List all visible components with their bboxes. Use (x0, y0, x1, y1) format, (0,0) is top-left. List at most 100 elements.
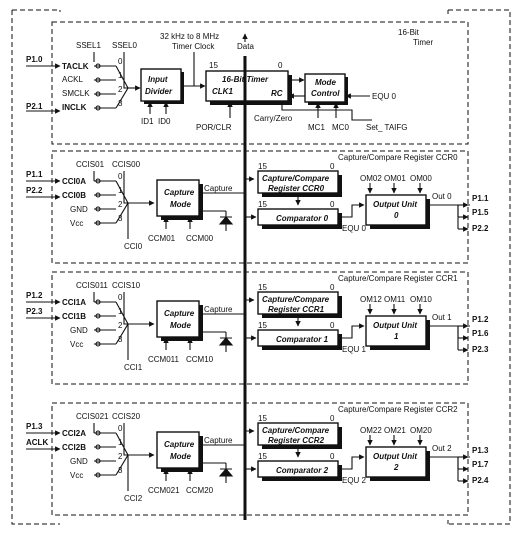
ccis1-label: CCIS021 (76, 412, 109, 421)
out-pin-1: P1.5 (472, 208, 489, 217)
ccis0-label: CCIS10 (112, 281, 141, 290)
ccr-input-num-2: 2 (118, 321, 123, 330)
ccr-input-name-0: CCI2A (62, 429, 86, 438)
ccm1-label: CCM01 (148, 234, 176, 243)
input-divider-line1: Input (148, 75, 168, 84)
ccm0-label: CCM20 (186, 486, 214, 495)
output-unit-block (365, 446, 427, 478)
out-pin-2: P2.4 (472, 476, 489, 485)
om-label-2: OM20 (410, 426, 432, 435)
ccr-input-num-3: 3 (118, 466, 123, 475)
equ-label: EQU 0 (342, 224, 367, 233)
out-pin-1: P1.6 (472, 329, 489, 338)
timer-ssel0: SSEL0 (112, 41, 137, 50)
timer-id1: ID1 (141, 117, 154, 126)
output-unit-block (365, 194, 427, 226)
input-divider-line2: Divider (145, 87, 173, 96)
mode-control-line2: Control (311, 89, 340, 98)
ccr-input-num-0: 0 (118, 424, 123, 433)
chip-outline (11, 9, 511, 525)
ccr-bits-0: 0 (330, 162, 335, 171)
output-unit-line1: Output Unit (373, 321, 417, 330)
capture-label: Capture (204, 436, 233, 445)
timer-clk1: CLK1 (212, 87, 233, 96)
ccr-register-line2: Register CCR0 (268, 184, 325, 193)
timer-input-num-2: 2 (118, 85, 123, 94)
out-label: Out 1 (432, 313, 452, 322)
ccr-input-pin-0: P1.2 (26, 291, 43, 300)
timer-por-clr: POR/CLR (196, 123, 232, 132)
timer-input-num-3: 3 (118, 99, 123, 108)
out-pin-2: P2.3 (472, 345, 489, 354)
ccr-input-num-3: 3 (118, 214, 123, 223)
ccr-input-name-3: Vcc (70, 340, 83, 349)
output-unit-line1: Output Unit (373, 452, 417, 461)
out-label: Out 2 (432, 444, 452, 453)
ccr-input-name-2: GND (70, 326, 88, 335)
capture-mode-line2: Mode (170, 200, 191, 209)
out-label: Out 0 (432, 192, 452, 201)
ccr-input-name-0: CCI1A (62, 298, 86, 307)
ccr-title: Capture/Compare Register CCR0 (338, 153, 458, 162)
timer-input-name-3: INCLK (62, 103, 87, 112)
out-pin-1: P1.7 (472, 460, 489, 469)
timer-section-outline (51, 21, 469, 145)
output-unit-line2: 1 (394, 332, 399, 341)
ccr-input-name-2: GND (70, 457, 88, 466)
out-pin-2: P2.2 (472, 224, 489, 233)
ccr-register-line1: Capture/Compare (262, 295, 330, 304)
timer-section: 16-Bit Timer 32 kHz to 8 MHz Timer Clock… (26, 21, 469, 145)
ccr-input-num-2: 2 (118, 200, 123, 209)
timer-bits-0: 0 (278, 61, 283, 70)
ccr-input-num-1: 1 (118, 307, 123, 316)
ccr-register-line2: Register CCR2 (268, 436, 325, 445)
om-label-1: OM21 (384, 426, 406, 435)
ccr-input-name-3: Vcc (70, 219, 83, 228)
timer-input-name-0: TACLK (62, 62, 89, 71)
timer-clock-label-line1: 32 kHz to 8 MHz (160, 32, 219, 41)
timer-clock-label-line2: Timer Clock (172, 42, 215, 51)
ccis1-label: CCIS011 (76, 281, 108, 290)
timer-title-line2: Timer (413, 38, 433, 47)
ccr-title: Capture/Compare Register CCR2 (338, 405, 458, 414)
comparator-label: Comparator 1 (276, 335, 329, 344)
timer-input-name-1: ACKL (62, 75, 83, 84)
comp-bits-0: 0 (330, 452, 335, 461)
ccr-input-pin-1: P2.3 (26, 307, 43, 316)
om-label-2: OM10 (410, 295, 432, 304)
output-unit-line1: Output Unit (373, 200, 417, 209)
capture-mode-line1: Capture (164, 188, 195, 197)
ccr-input-num-1: 1 (118, 438, 123, 447)
comparator-label: Comparator 0 (276, 214, 329, 223)
comparator-label: Comparator 2 (276, 466, 329, 475)
comp-bits-15: 15 (258, 321, 267, 330)
ccr-input-name-3: Vcc (70, 471, 83, 480)
mode-control-block (304, 73, 346, 103)
timer-title-line1: 16-Bit (398, 28, 420, 37)
timer-input-name-2: SMCLK (62, 89, 90, 98)
ccr-input-name-2: GND (70, 205, 88, 214)
ccr-input-num-0: 0 (118, 172, 123, 181)
ccr-input-num-2: 2 (118, 452, 123, 461)
out-pin-0: P1.3 (472, 446, 489, 455)
timer-id0: ID0 (158, 117, 171, 126)
ccr-input-name-1: CCI2B (62, 443, 86, 452)
capture-mode-line2: Mode (170, 321, 191, 330)
ccr-register-line1: Capture/Compare (262, 426, 330, 435)
ccr-register-line1: Capture/Compare (262, 174, 330, 183)
om-label-2: OM00 (410, 174, 432, 183)
timer-bits-15: 15 (209, 61, 218, 70)
ccr-input-name-1: CCI0B (62, 191, 86, 200)
ccr-input-pin-1: P2.2 (26, 186, 43, 195)
om-label-1: OM01 (384, 174, 406, 183)
capture-label: Capture (204, 184, 233, 193)
timer-rc: RC (271, 89, 283, 98)
ccm0-label: CCM10 (186, 355, 214, 364)
comp-bits-0: 0 (330, 321, 335, 330)
output-unit-line2: 0 (394, 211, 399, 220)
timer-input-pin-3: P2.1 (26, 102, 43, 111)
ccr-input-num-3: 3 (118, 335, 123, 344)
capture-mode-line2: Mode (170, 452, 191, 461)
